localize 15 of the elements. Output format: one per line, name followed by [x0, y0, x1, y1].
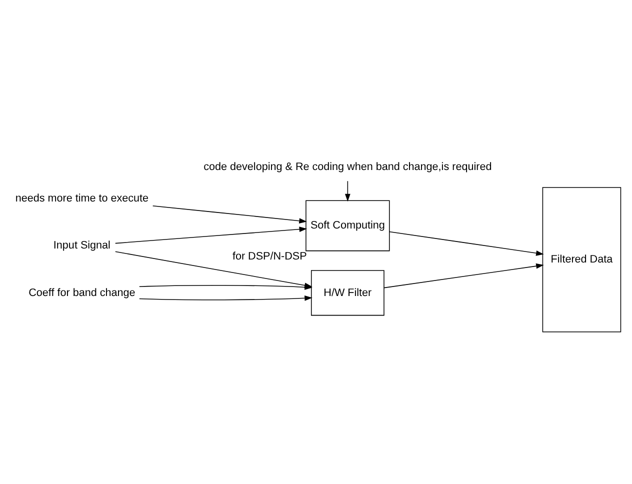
node-box: Soft Computing	[306, 200, 390, 251]
node-text: code developing & Re coding when band change,is required	[204, 160, 492, 172]
node-box: Filtered Data	[542, 186, 622, 332]
arrow	[139, 294, 312, 300]
arrow	[384, 262, 544, 288]
arrow	[115, 226, 308, 244]
arrow	[139, 284, 312, 290]
arrow	[152, 204, 307, 224]
arrow	[344, 180, 350, 202]
node-text: Input Signal	[53, 239, 110, 252]
node-text: needs more time to execute	[15, 192, 149, 204]
node-text: Coeff for band change	[28, 286, 136, 298]
node-label: for DSP/N-DSP	[232, 250, 307, 262]
arrow	[389, 230, 544, 256]
node-box: H/W Filter	[310, 270, 384, 316]
